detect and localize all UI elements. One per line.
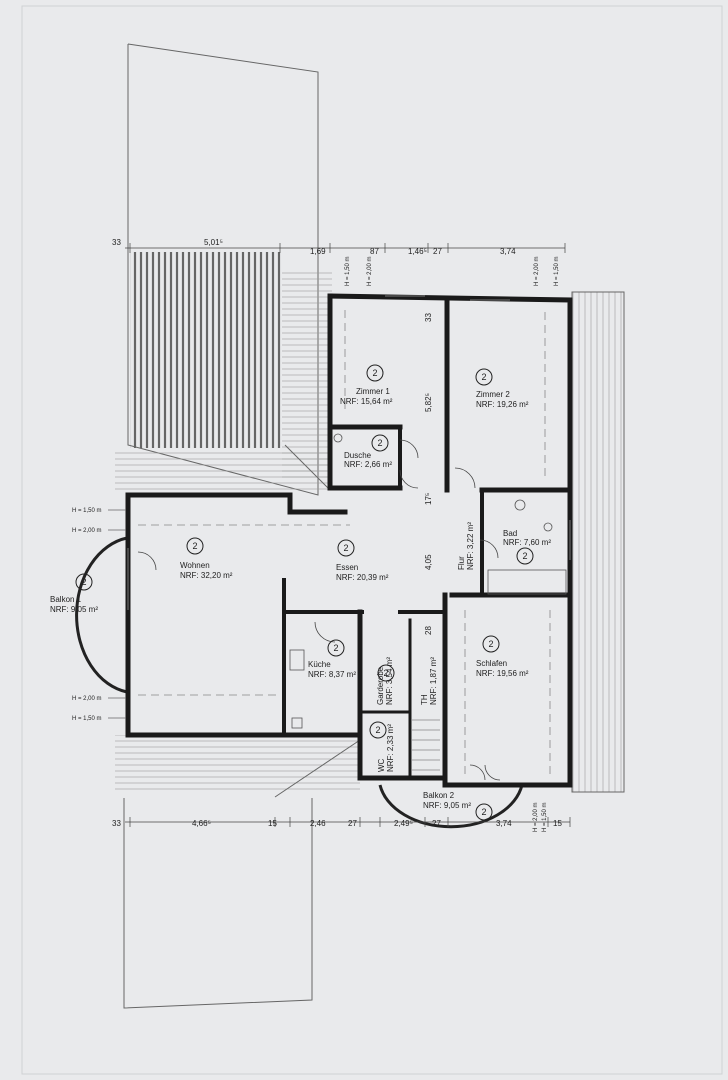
dim-bottom-0: 33 [112,819,121,828]
dims-inner: 33 5,82⁵ 17⁵ 4,05 28 [424,313,433,635]
dim-top-3: 87 [370,247,379,256]
hmark-top-4: H = 1,50 m [554,256,560,286]
dim-bottom-1: 4,66⁵ [192,819,211,828]
bath-fixtures [289,433,567,729]
hmark-top-1: H = 1,50 m [345,256,351,286]
dim-top-2: 1,69 [310,247,326,256]
room-zimmer1-area: NRF: 15,64 m² [340,397,393,406]
dim-line-top [125,243,566,253]
room-wohnen-area: NRF: 32,20 m² [180,571,233,580]
dim-line-bottom [125,817,571,827]
room-bad-name: Bad [503,529,517,538]
room-badge-labels: 2 2 2 2 2 2 2 2 2 2 2 2 [81,368,527,817]
badge-zimmer2: 2 [481,372,486,382]
room-flur-area: NRF: 3,22 m² [466,522,475,570]
room-balkon2-name: Balkon 2 [423,791,455,800]
sheet-border [21,5,723,1075]
dim-inner-4: 28 [424,626,433,635]
dim-bottom-7: 3,74 [496,819,512,828]
room-schlafen-area: NRF: 19,56 m² [476,669,529,678]
badge-dusche: 2 [377,438,382,448]
windows [127,295,571,610]
slope-stripes-2 [115,448,330,494]
slope-stripes-3 [115,735,360,791]
room-wc-area: NRF: 2,33 m² [386,724,395,772]
hmark-left-3: H = 2,00 m [72,696,102,702]
balkon2-arc [378,784,524,829]
roof-outline-bottom [123,798,313,1009]
roof-hatch [130,252,282,448]
hmark-left-4: H = 1,50 m [72,716,102,722]
dim-inner-2: 17⁵ [424,493,433,505]
slope-stripes-right [572,292,624,792]
balkon1-arc [75,536,128,694]
dim-bottom-8: 15 [553,819,562,828]
room-zimmer2-area: NRF: 19,26 m² [476,400,529,409]
height-marker-lines [108,509,126,719]
hmark-top-3: H = 2,00 m [534,256,540,286]
dim-top-1: 5,01⁵ [204,238,223,247]
dim-inner-3: 4,05 [424,554,433,570]
dim-bottom-2: 15 [268,819,277,828]
badge-wc: 2 [375,725,380,735]
room-zimmer2-name: Zimmer 2 [476,390,510,399]
room-kueche-name: Küche [308,660,331,669]
dim-inner-0: 33 [424,313,433,322]
dims-bottom: 33 4,66⁵ 15 2,46 27 2,49⁵ 27 3,74 15 [112,819,562,828]
height-marks: H = 1,50 m H = 2,00 m H = 2,00 m H = 1,5… [72,256,560,832]
badge-kueche: 2 [333,643,338,653]
room-schlafen-name: Schlafen [476,659,507,668]
dims-top: 33 5,01⁵ 1,69 87 1,46⁵ 27 3,74 [112,238,516,256]
dim-top-5: 27 [433,247,442,256]
room-garderobe-area: NRF: 3,54 m² [385,657,394,705]
hmark-left-1: H = 1,50 m [72,508,102,514]
room-th-name: TH [420,694,429,705]
badge-zimmer1: 2 [372,368,377,378]
dim-bottom-6: 27 [432,819,441,828]
dim-bottom-5: 2,49⁵ [394,819,413,828]
dim-bottom-3: 2,46 [310,819,326,828]
hmark-bottom-1: H = 2,00 m [533,802,539,832]
room-dusche-area: NRF: 2,66 m² [344,460,392,469]
badge-schlafen: 2 [488,639,493,649]
room-balkon1-area: NRF: 9,05 m² [50,605,98,614]
dim-inner-1: 5,82⁵ [424,393,433,412]
dim-bottom-4: 27 [348,819,357,828]
staircase [412,719,440,771]
room-essen-area: NRF: 20,39 m² [336,573,389,582]
badge-essen: 2 [343,543,348,553]
roof-outline-top [127,43,319,496]
room-essen-name: Essen [336,563,358,572]
dim-top-4: 1,46⁵ [408,247,427,256]
room-wohnen-name: Wohnen [180,561,210,570]
badge-balkon2: 2 [481,807,486,817]
badge-garderobe: 2 [383,668,388,678]
dim-top-6: 3,74 [500,247,516,256]
badge-wohnen: 2 [192,541,197,551]
room-labels: Zimmer 1 NRF: 15,64 m² Zimmer 2 NRF: 19,… [50,387,551,810]
room-balkon1-name: Balkon 1 [50,595,82,604]
room-dusche-name: Dusche [344,451,372,460]
room-kueche-area: NRF: 8,37 m² [308,670,356,679]
room-flur-name: Flur [457,556,466,570]
room-garderobe-name: Garderobe [376,666,385,705]
room-badges [75,364,534,821]
badge-bad: 2 [522,551,527,561]
hmark-top-2: H = 2,00 m [367,256,373,286]
guide-lines [138,310,551,775]
hmark-bottom-2: H = 1,50 m [542,802,548,832]
room-balkon2-area: NRF: 9,05 m² [423,801,471,810]
hmark-left-2: H = 2,00 m [72,528,102,534]
room-zimmer1-name: Zimmer 1 [356,387,390,396]
dim-top-0: 33 [112,238,121,247]
slope-stripes-1 [282,270,332,480]
room-wc-name: WC [377,758,386,772]
badge-balkon1: 2 [81,577,86,587]
room-th-area: NRF: 1,87 m² [429,657,438,705]
room-bad-area: NRF: 7,60 m² [503,538,551,547]
door-swings [137,439,501,781]
